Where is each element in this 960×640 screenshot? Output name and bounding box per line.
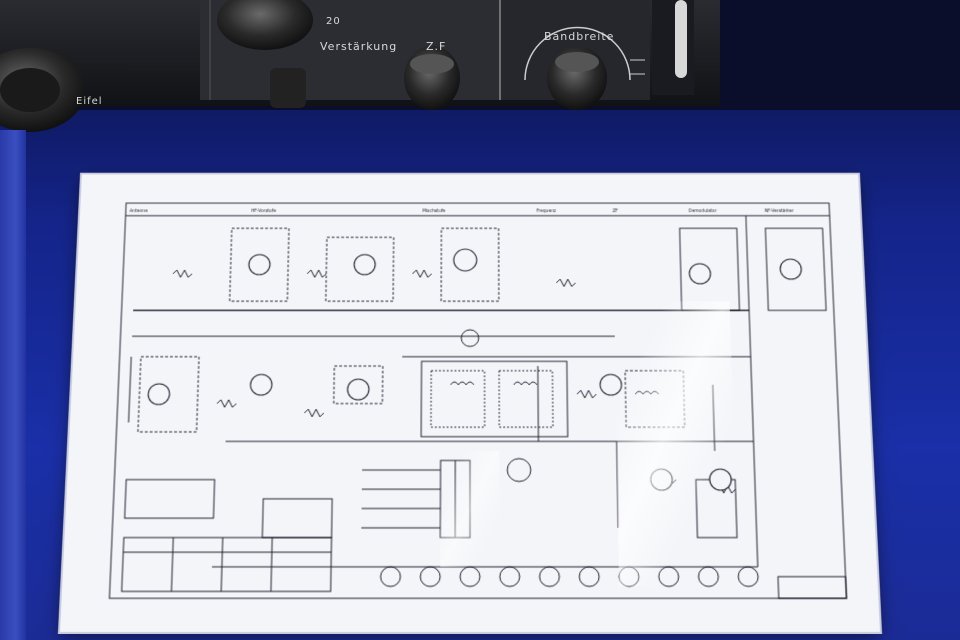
svg-text:Mischstufe: Mischstufe: [422, 208, 445, 214]
zf-label: Z.F: [426, 40, 446, 53]
svg-text:Demodulator: Demodulator: [689, 208, 717, 214]
gain-label: Verstärkung: [320, 40, 397, 53]
switch-lever: [675, 0, 687, 78]
circuit-diagram: Antenne HF-Vorstufe Mischstufe Frequenz …: [60, 174, 880, 632]
dial-number: 20: [326, 16, 341, 27]
radio-unit: Eifel Verstärkung Z.F Bandbreite 20: [0, 0, 960, 140]
bandwidth-label: Bandbreite: [544, 30, 614, 43]
svg-text:Frequenz: Frequenz: [537, 208, 557, 214]
svg-text:NF-Verstärker: NF-Verstärker: [765, 208, 794, 214]
tube-base-row: [121, 480, 846, 599]
svg-text:HF-Vorstufe: HF-Vorstufe: [251, 208, 276, 214]
svg-text:Antenne: Antenne: [129, 208, 148, 214]
glass-edge: [0, 130, 26, 640]
radio-body-drawing: [0, 0, 960, 140]
tube-symbols: [144, 249, 810, 490]
schematic-sheet: Antenne HF-Vorstufe Mischstufe Frequenz …: [60, 174, 880, 632]
eifel-label: Eifel: [76, 96, 103, 107]
svg-text:ZF: ZF: [613, 208, 619, 214]
